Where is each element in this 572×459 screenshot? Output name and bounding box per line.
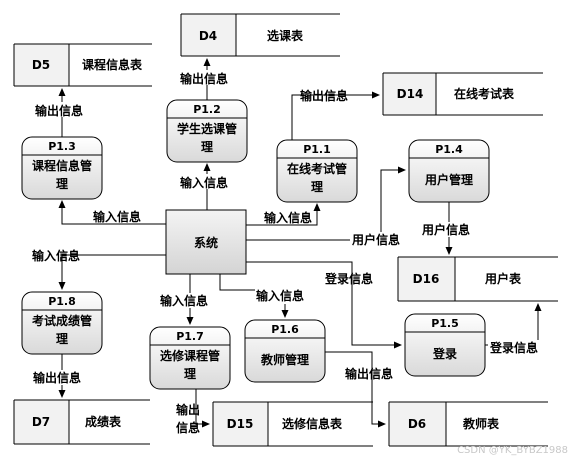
process-name: 理 — [56, 332, 68, 346]
store-d6: D6 教师表 — [388, 401, 548, 447]
store-name: 用户表 — [484, 271, 522, 286]
flow-label: 用户信息 — [421, 222, 470, 237]
flow-label: 登录信息 — [489, 340, 538, 355]
flow-label: 输出信息 — [300, 88, 348, 103]
flow-label: 输出信息 — [345, 366, 393, 381]
store-id: D15 — [227, 417, 254, 431]
store-d15: D15 选修信息表 — [212, 401, 373, 447]
flow-label: 输入信息 — [32, 248, 80, 263]
flow-label: 登录信息 — [324, 271, 373, 286]
store-id: D14 — [397, 87, 424, 101]
process-name: 考试成绩管 — [32, 313, 92, 328]
flow-labels: 输出信息 输出信息 输出信息 输入信息 输入信息 输入信息 用户信息 用户信息 … — [32, 70, 548, 435]
process-name: 理 — [311, 180, 323, 194]
flow-label: 输入信息 — [180, 175, 228, 190]
process-id: P1.3 — [48, 140, 76, 153]
store-d16: D16 用户表 — [397, 256, 558, 302]
process-name: 教师管理 — [260, 352, 309, 367]
process-name: 理 — [184, 367, 196, 381]
process-p16: P1.6 教师管理 — [244, 319, 326, 383]
process-name: 登录 — [432, 346, 457, 361]
process-p18: P1.8 考试成绩管 理 — [21, 291, 103, 355]
process-name: 理 — [201, 140, 213, 154]
process-p13: P1.3 课程信息管 理 — [21, 136, 103, 200]
system-label: 系统 — [194, 235, 218, 250]
process-name: 用户管理 — [424, 172, 473, 187]
watermark: CSDN @YK_BYBZ1988 — [457, 445, 568, 456]
flow-label: 输入信息 — [256, 288, 304, 303]
store-name: 选修信息表 — [282, 416, 343, 431]
flow-label: 输出信息 — [33, 370, 81, 385]
store-id: D4 — [199, 29, 217, 43]
process-id: P1.8 — [48, 295, 76, 308]
flow-label: 输入信息 — [160, 293, 208, 308]
flow-arrow — [58, 254, 166, 290]
process-name: 理 — [56, 177, 68, 191]
flow-label: 输出信息 — [180, 71, 228, 86]
flow-label: 信息 — [176, 420, 200, 435]
process-id: P1.2 — [193, 103, 221, 116]
process-p17: P1.7 选修课程管 理 — [149, 326, 231, 390]
process-id: P1.7 — [176, 330, 204, 343]
flow-label: 输入信息 — [264, 210, 312, 225]
process-p11: P1.1 在线考试管 理 — [276, 139, 358, 203]
store-id: D7 — [32, 415, 50, 429]
process-name: 在线考试管 — [287, 161, 347, 176]
process-name: 选修课程管 — [160, 348, 220, 363]
flow-arrow — [485, 303, 542, 346]
flow-label: 输入信息 — [93, 209, 141, 224]
process-id: P1.1 — [303, 143, 331, 156]
flow-arrow — [195, 389, 210, 428]
store-d7: D7 成绩表 — [13, 399, 150, 445]
store-d14: D14 在线考试表 — [382, 72, 543, 116]
process-p15: P1.5 登录 — [404, 313, 486, 377]
store-name: 选课表 — [267, 28, 304, 43]
process-id: P1.5 — [431, 317, 459, 330]
process-id: P1.4 — [435, 143, 463, 156]
flow-label: 用户信息 — [351, 232, 400, 247]
store-id: D16 — [413, 272, 440, 286]
store-d4: D4 选课表 — [180, 13, 340, 57]
system-entity: 系统 — [165, 209, 247, 275]
flow-arrow — [325, 351, 386, 428]
flow-arrow — [246, 261, 402, 349]
flow-label: 输出信息 — [35, 103, 83, 118]
process-name: 学生选课管 — [177, 121, 237, 136]
flow-arrow — [58, 200, 166, 225]
flow-arrow — [291, 91, 380, 140]
store-name: 教师表 — [462, 416, 500, 431]
store-name: 课程信息表 — [82, 57, 143, 72]
process-id: P1.6 — [271, 323, 299, 336]
store-name: 成绩表 — [85, 414, 122, 429]
flow-label: 输出 — [176, 402, 200, 417]
store-d5: D5 课程信息表 — [13, 43, 152, 87]
store-id: D6 — [408, 417, 426, 431]
process-p12: P1.2 学生选课管 理 — [166, 99, 248, 163]
store-id: D5 — [32, 58, 50, 72]
process-name: 课程信息管 — [32, 158, 92, 173]
store-name: 在线考试表 — [454, 86, 515, 101]
flow-arrow — [246, 203, 321, 226]
flow-arrow — [246, 166, 406, 241]
process-p14: P1.4 用户管理 — [408, 139, 490, 203]
